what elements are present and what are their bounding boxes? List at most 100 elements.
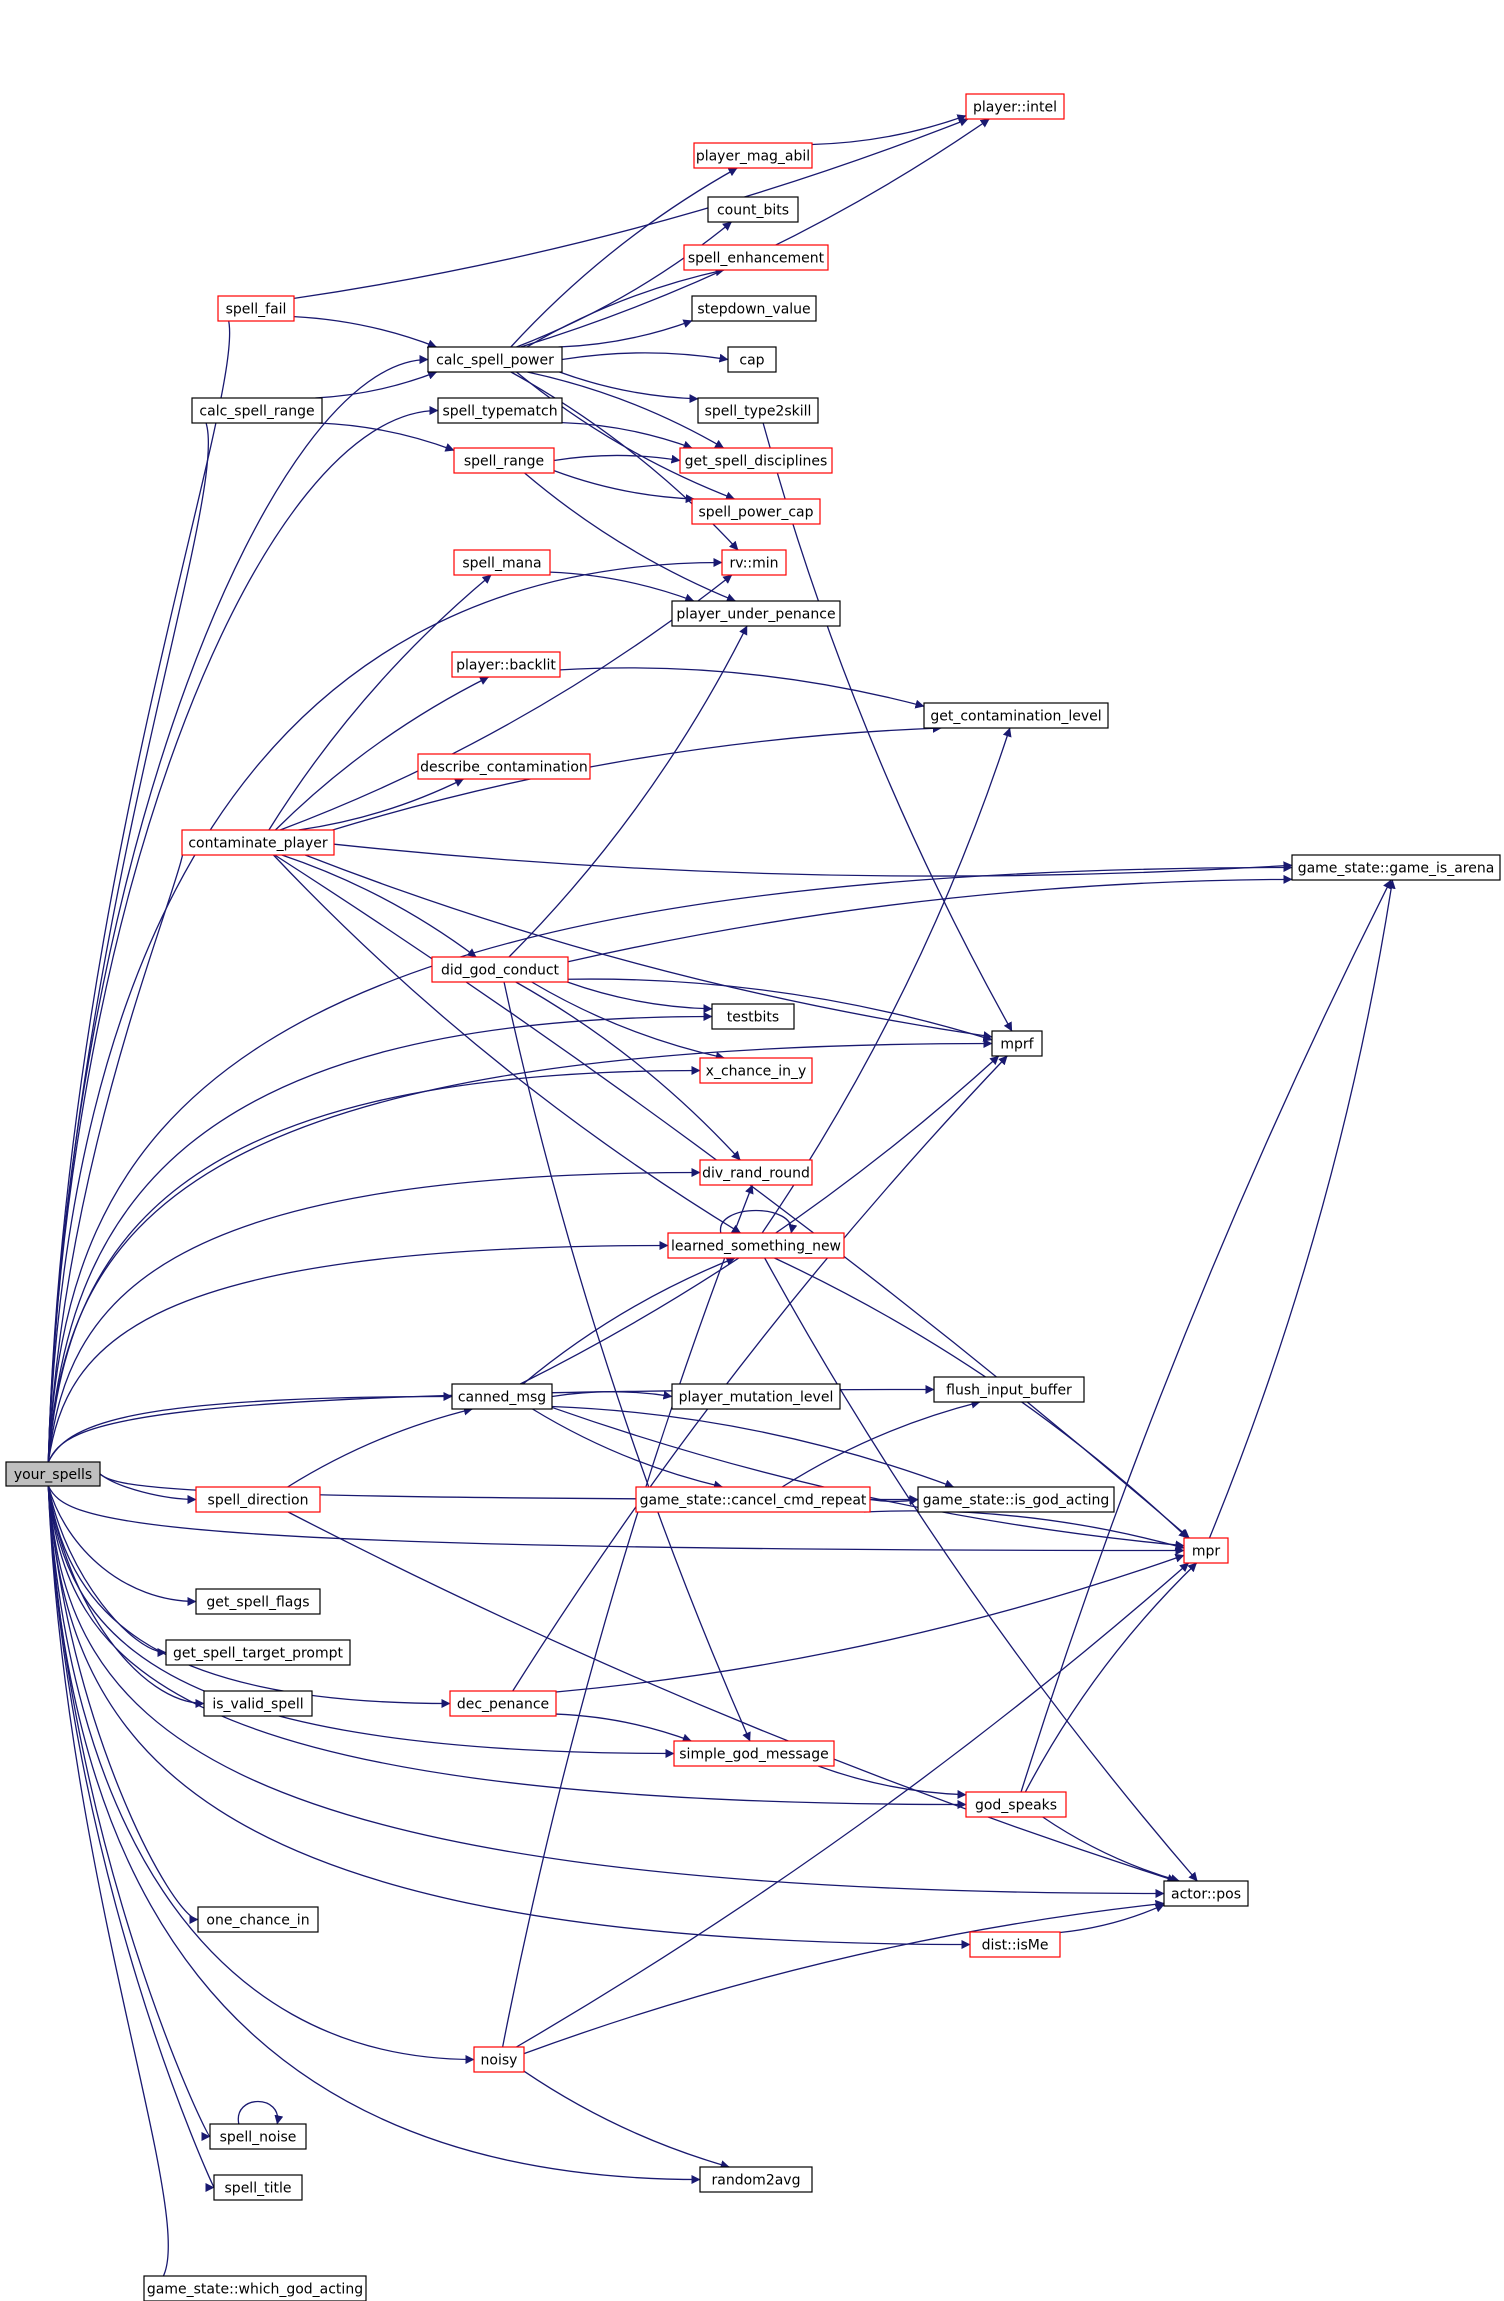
node-box[interactable] xyxy=(181,829,335,856)
edge-your-spells-to-one-chance-in xyxy=(47,1485,199,1924)
edge-mpr-to-game-is-arena xyxy=(1208,879,1396,1539)
node-spell-title: spell_title xyxy=(213,2174,303,2201)
edge-spell-direction-to-actor-pos xyxy=(287,1511,1177,1883)
node-div-rand-round[interactable]: div_rand_round xyxy=(699,1159,813,1186)
node-box[interactable] xyxy=(699,1159,813,1186)
node-box[interactable] xyxy=(453,447,555,474)
node-spell-typematch: spell_typematch xyxy=(437,397,563,424)
node-box[interactable] xyxy=(1183,1537,1229,1564)
node-label: did_god_conduct xyxy=(441,963,560,979)
node-player-mag-abil[interactable]: player_mag_abil xyxy=(693,142,813,169)
edge-noisy-to-random2avg xyxy=(523,2070,730,2169)
node-box[interactable] xyxy=(417,753,591,780)
node-box[interactable] xyxy=(699,1057,813,1084)
edge-spell-direction-to-canned-msg xyxy=(287,1406,473,1488)
node-spell-power-cap[interactable]: spell_power_cap xyxy=(691,498,821,525)
edge-canned-msg-to-mpr xyxy=(551,1406,1185,1550)
node-label: game_state::which_god_acting xyxy=(147,2282,363,2298)
node-player-backlit[interactable]: player::backlit xyxy=(451,651,561,678)
node-box[interactable] xyxy=(667,1232,845,1259)
node-spell-direction[interactable]: spell_direction xyxy=(195,1486,321,1513)
edge-contaminate-player-to-rv-min xyxy=(279,574,733,831)
node-label: div_rand_round xyxy=(702,1166,810,1182)
node-box xyxy=(203,1690,313,1717)
node-player-intel[interactable]: player::intel xyxy=(965,93,1065,120)
node-box[interactable] xyxy=(217,295,295,322)
node-label: x_chance_in_y xyxy=(706,1064,807,1080)
edge-god-speaks-to-mpr xyxy=(1024,1562,1198,1793)
node-contaminate-player[interactable]: contaminate_player xyxy=(181,829,335,856)
node-spell-mana[interactable]: spell_mana xyxy=(453,549,551,576)
node-player-mutation-level: player_mutation_level xyxy=(671,1383,841,1410)
node-label: count_bits xyxy=(717,203,789,219)
node-box[interactable] xyxy=(965,1791,1067,1818)
edge-simple-god-message-to-god-speaks xyxy=(817,1765,967,1799)
node-box xyxy=(933,1376,1085,1403)
node-noisy[interactable]: noisy xyxy=(473,2046,525,2073)
node-box[interactable] xyxy=(673,1740,835,1767)
node-box xyxy=(1163,1880,1249,1907)
node-box xyxy=(727,346,777,373)
node-box xyxy=(5,1461,101,1487)
node-box[interactable] xyxy=(453,549,551,576)
node-dec-penance[interactable]: dec_penance xyxy=(449,1690,557,1717)
edge-your-spells-to-get-spell-target-prompt xyxy=(47,1485,167,1657)
edge-your-spells-to-rv-min xyxy=(47,558,723,1463)
node-box[interactable] xyxy=(451,651,561,678)
node-box xyxy=(711,1003,795,1030)
edge-calc-spell-power-to-spell-enhancement xyxy=(526,267,725,348)
node-describe-contamination[interactable]: describe_contamination xyxy=(417,753,591,780)
node-box[interactable] xyxy=(691,498,821,525)
node-label: spell_range xyxy=(464,454,544,470)
node-box[interactable] xyxy=(969,1931,1061,1958)
node-box[interactable] xyxy=(449,1690,557,1717)
node-box[interactable] xyxy=(683,244,829,271)
node-label: player_under_penance xyxy=(676,607,835,623)
node-box xyxy=(1291,854,1501,881)
edge-spell-fail-to-player-intel xyxy=(293,117,969,300)
node-learned-something-new[interactable]: learned_something_new xyxy=(667,1232,845,1259)
node-box[interactable] xyxy=(635,1486,871,1513)
node-label: game_state::cancel_cmd_repeat xyxy=(640,1493,867,1509)
edge-did-god-conduct-to-simple-god-message xyxy=(503,981,751,1742)
edge-contaminate-player-to-get-contamination-level xyxy=(332,723,942,831)
edge-cancel-cmd-repeat-to-is-god-acting xyxy=(869,1496,919,1506)
node-label: noisy xyxy=(481,2053,518,2069)
edge-learned-something-new-to-learned-something-new xyxy=(720,1209,798,1234)
node-rv-min[interactable]: rv::min xyxy=(721,549,787,576)
node-spell-fail[interactable]: spell_fail xyxy=(217,295,295,322)
node-label: god_speaks xyxy=(975,1798,1057,1814)
node-label: spell_typematch xyxy=(442,404,557,420)
node-box xyxy=(143,2275,367,2301)
node-your-spells: your_spells xyxy=(5,1461,101,1487)
edge-your-spells-to-random2avg xyxy=(47,1485,701,2184)
node-spell-range[interactable]: spell_range xyxy=(453,447,555,474)
node-cancel-cmd-repeat[interactable]: game_state::cancel_cmd_repeat xyxy=(635,1486,871,1513)
node-did-god-conduct[interactable]: did_god_conduct xyxy=(431,956,569,983)
node-simple-god-message[interactable]: simple_god_message xyxy=(673,1740,835,1767)
node-label: spell_noise xyxy=(220,2130,297,2146)
node-x-chance-in-y[interactable]: x_chance_in_y xyxy=(699,1057,813,1084)
edges-layer xyxy=(47,114,1396,2293)
node-box[interactable] xyxy=(431,956,569,983)
node-label: spell_type2skill xyxy=(705,404,812,420)
node-box[interactable] xyxy=(195,1486,321,1513)
edge-canned-msg-to-is-god-acting xyxy=(551,1405,955,1489)
node-box[interactable] xyxy=(679,447,833,474)
node-box[interactable] xyxy=(721,549,787,576)
edge-noisy-to-actor-pos xyxy=(523,1899,1165,2055)
node-label: spell_direction xyxy=(208,1493,309,1509)
node-spell-enhancement[interactable]: spell_enhancement xyxy=(683,244,829,271)
edge-calc-spell-power-to-player-mag-abil xyxy=(510,167,738,348)
edge-did-god-conduct-to-game-is-arena xyxy=(567,874,1293,963)
node-label: actor::pos xyxy=(1171,1887,1241,1903)
node-is-valid-spell: is_valid_spell xyxy=(203,1690,313,1717)
node-get-spell-disciplines[interactable]: get_spell_disciplines xyxy=(679,447,833,474)
node-box[interactable] xyxy=(473,2046,525,2073)
node-mpr[interactable]: mpr xyxy=(1183,1537,1229,1564)
node-is-god-acting: game_state::is_god_acting xyxy=(917,1486,1115,1513)
node-god-speaks[interactable]: god_speaks xyxy=(965,1791,1067,1818)
node-dist-isme[interactable]: dist::isMe xyxy=(969,1931,1061,1958)
node-box[interactable] xyxy=(693,142,813,169)
node-box[interactable] xyxy=(965,93,1065,120)
